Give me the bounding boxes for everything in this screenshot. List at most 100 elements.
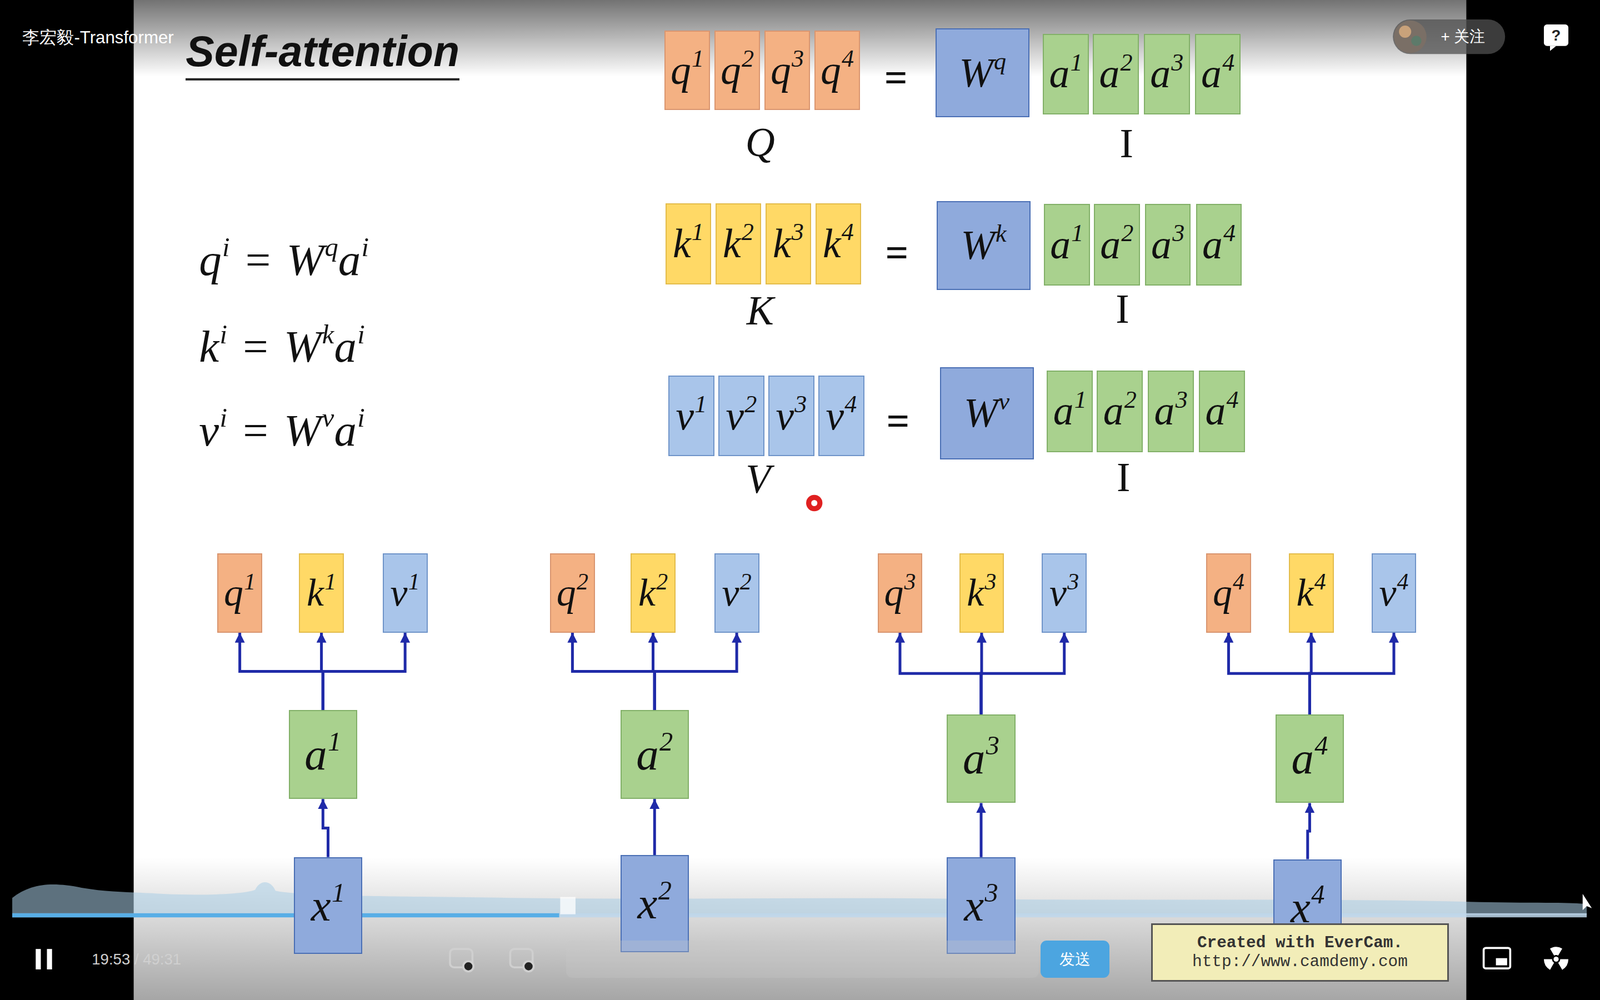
superscript: 2 [658,875,672,905]
symbol-group: a1 [1048,53,1083,94]
query-vector: q3 [764,30,811,110]
superscript: i [219,318,227,349]
superscript: 1 [331,877,345,908]
superscript: k [995,220,1007,248]
superscript: 2 [656,568,668,595]
superscript: 2 [741,218,754,246]
pip-icon-inner [1496,958,1508,966]
video-title: 李宏毅-Transformer [22,28,174,48]
symbol-group: k1 [306,573,337,613]
input-vector: x3 [946,857,1015,954]
vector-symbol: k [672,221,692,267]
superscript: 1 [694,390,707,418]
vector-symbol: a [636,729,659,779]
equals-sign: = [242,405,269,455]
superscript: 4 [841,45,854,73]
symbol-group: Wk [961,225,1007,266]
symbol-group: a4 [1201,53,1235,94]
equals-sign: = [886,398,910,444]
embedding-vector: a4 [1275,714,1344,804]
symbol-group: k3 [966,573,997,613]
symbol-group: a3 [1150,53,1184,94]
formula-symbol: a [333,405,357,455]
symbol-group: v2 [722,573,752,613]
embedding-vector: a2 [1092,33,1139,115]
symbol-group: v1 [390,573,420,613]
superscript: i [357,402,365,433]
weight-matrix: Wk [936,201,1031,290]
superscript: 3 [904,568,917,595]
vector-symbol: W [963,390,998,436]
equals-sign: = [245,235,272,285]
value-vector: v4 [818,375,865,457]
pause-bar [46,948,52,970]
follow-button: + 关注 [1440,28,1485,45]
flow-arrow [572,632,655,711]
symbol-group: a2 [636,732,673,778]
superscript: 2 [740,568,752,595]
vector-symbol: a [1205,388,1226,434]
vector-symbol: a [304,729,327,779]
symbol-group: a4 [1291,736,1328,782]
input-vector: x1 [293,857,363,954]
superscript: 1 [243,568,256,595]
vector-symbol: x [311,880,332,930]
vector-symbol: q [883,571,904,614]
query-vector: q4 [814,30,861,110]
query-vector: q1 [664,30,711,110]
symbol-group: v2 [725,395,757,437]
superscript: 1 [691,218,704,246]
pause-bar [35,948,41,970]
vector-symbol: v [825,393,844,439]
formula-symbol: W [283,321,322,372]
vector-symbol: a [1053,388,1074,434]
avatar-detail [1411,35,1422,46]
playback-time: 19:53 / 49:31 [91,950,182,968]
superscript: 1 [324,568,337,595]
embedding-vector: a1 [1042,33,1089,115]
superscript: i [222,232,230,262]
flow-arrow [1228,632,1310,715]
watermark-text: Created with EverCam. [1197,933,1403,953]
symbol-group: q3 [883,573,916,613]
embedding-vector: a2 [1096,370,1143,453]
superscript: 4 [841,218,854,246]
query-vector: q3 [877,553,923,633]
progress-track [12,913,1587,918]
superscript: 4 [1223,219,1236,247]
vector-symbol: a [1103,388,1124,434]
superscript: 4 [1232,568,1245,595]
key-vector: k1 [298,553,344,633]
embedding-vector: a1 [288,710,358,799]
superscript: 2 [659,726,673,757]
superscript: 3 [791,218,804,246]
symbol-group: x2 [637,881,672,927]
vector-symbol: k [1296,571,1314,614]
superscript: 2 [741,45,754,73]
comment-input [566,940,1039,978]
vector-symbol: v [1049,571,1067,614]
equals-sign: = [885,230,909,276]
vector-symbol: a [1098,51,1120,97]
follow-pill [1392,19,1505,54]
superscript: i [357,318,365,349]
vector-symbol: q [720,47,742,93]
pip-icon [1483,947,1511,969]
matrix-name: K [746,288,774,334]
flow-arrow [653,798,657,855]
vector-symbol: a [1100,222,1121,268]
flow-arrow [240,632,324,711]
symbol-group: k2 [638,573,668,613]
bottom-shade [0,857,1600,1000]
symbol-group: q4 [1212,573,1245,613]
superscript: 3 [985,877,999,908]
superscript: 4 [1222,48,1235,77]
vector-symbol: v [675,393,694,439]
formula-symbol: v [198,405,219,455]
watermark-text: http://www.camdemy.com [1192,952,1408,972]
formula: ki=Wkai [198,322,365,372]
symbol-group: q1 [670,50,704,91]
weight-matrix: Wv [940,367,1034,459]
